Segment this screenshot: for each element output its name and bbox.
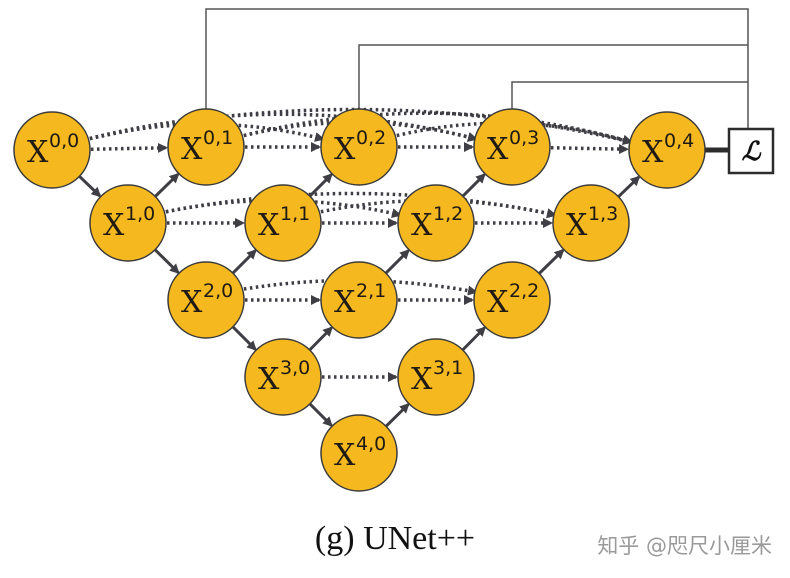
sample-arrow-2-2-to-1-3 [536, 248, 565, 276]
long-skip-0-0-to-0-4 [83, 107, 633, 146]
node-index: 3,0 [280, 357, 310, 379]
long-skip-2-0-to-2-2 [237, 278, 478, 296]
node-symbol: X [258, 208, 280, 243]
node-symbol: X [487, 285, 509, 320]
up-down-edges [76, 172, 641, 429]
node-symbol: X [566, 208, 588, 243]
node-index: 0,2 [356, 127, 386, 149]
supervision-line-0-2 [358, 44, 748, 109]
node-symbol: X [258, 362, 280, 397]
sample-arrow-3-1-to-2-2 [460, 326, 487, 353]
node-symbol: X [334, 132, 356, 167]
node-index: 0,3 [509, 127, 539, 149]
sample-arrow-1-0-to-2-0 [152, 247, 180, 275]
node-symbol: X [642, 135, 664, 170]
node-symbol: X [103, 208, 125, 243]
node-symbol: X [487, 132, 509, 167]
loss-symbol: ℒ [742, 137, 762, 167]
sample-arrow-1-1-to-0-2 [307, 173, 333, 199]
node-index: 3,1 [433, 357, 463, 379]
sample-arrow-2-1-to-1-2 [383, 249, 410, 276]
node-symbol: X [334, 438, 356, 473]
node-index: 4,0 [356, 433, 386, 455]
sample-arrow-1-3-to-0-4 [615, 175, 641, 200]
node-symbol: X [411, 208, 433, 243]
loss-box: ℒ [727, 127, 775, 175]
sample-arrow-3-0-to-2-1 [307, 326, 334, 353]
node-symbol: X [27, 135, 49, 170]
supervision-line-0-1 [205, 8, 749, 129]
node-index: 1,2 [433, 203, 463, 225]
node-index: 2,2 [509, 280, 539, 302]
node-index: 2,0 [203, 280, 233, 302]
deep-supervision-lines [205, 8, 749, 153]
sample-arrow-2-0-to-3-0 [230, 324, 257, 351]
node-index: 0,0 [49, 130, 79, 152]
sample-arrow-1-0-to-0-1 [152, 172, 180, 199]
node-index: 0,1 [203, 127, 233, 149]
node-symbol: X [411, 362, 433, 397]
dense-skip-0-3-to-0-4 [550, 144, 630, 155]
sample-arrow-2-0-to-1-1 [230, 249, 257, 276]
node-symbol: X [181, 132, 203, 167]
sample-arrow-3-0-to-4-0 [307, 401, 333, 427]
watermark: 知乎 @咫尺小厘米 [597, 534, 772, 558]
node-symbol: X [181, 285, 203, 320]
node-symbol: X [334, 285, 356, 320]
figure-caption: (g) UNet++ [314, 520, 476, 557]
dense-skip-0-0-to-0-1 [90, 142, 169, 153]
node-index: 1,3 [588, 203, 618, 225]
sample-arrow-1-2-to-0-3 [460, 173, 486, 199]
node-index: 0,4 [664, 130, 694, 152]
sample-arrow-4-0-to-3-1 [383, 402, 410, 429]
sample-arrow-0-0-to-1-0 [76, 173, 102, 198]
node-index: 2,1 [356, 280, 386, 302]
supervision-line-0-3 [511, 81, 748, 109]
node-index: 1,0 [125, 203, 155, 225]
node-index: 1,1 [280, 203, 310, 225]
